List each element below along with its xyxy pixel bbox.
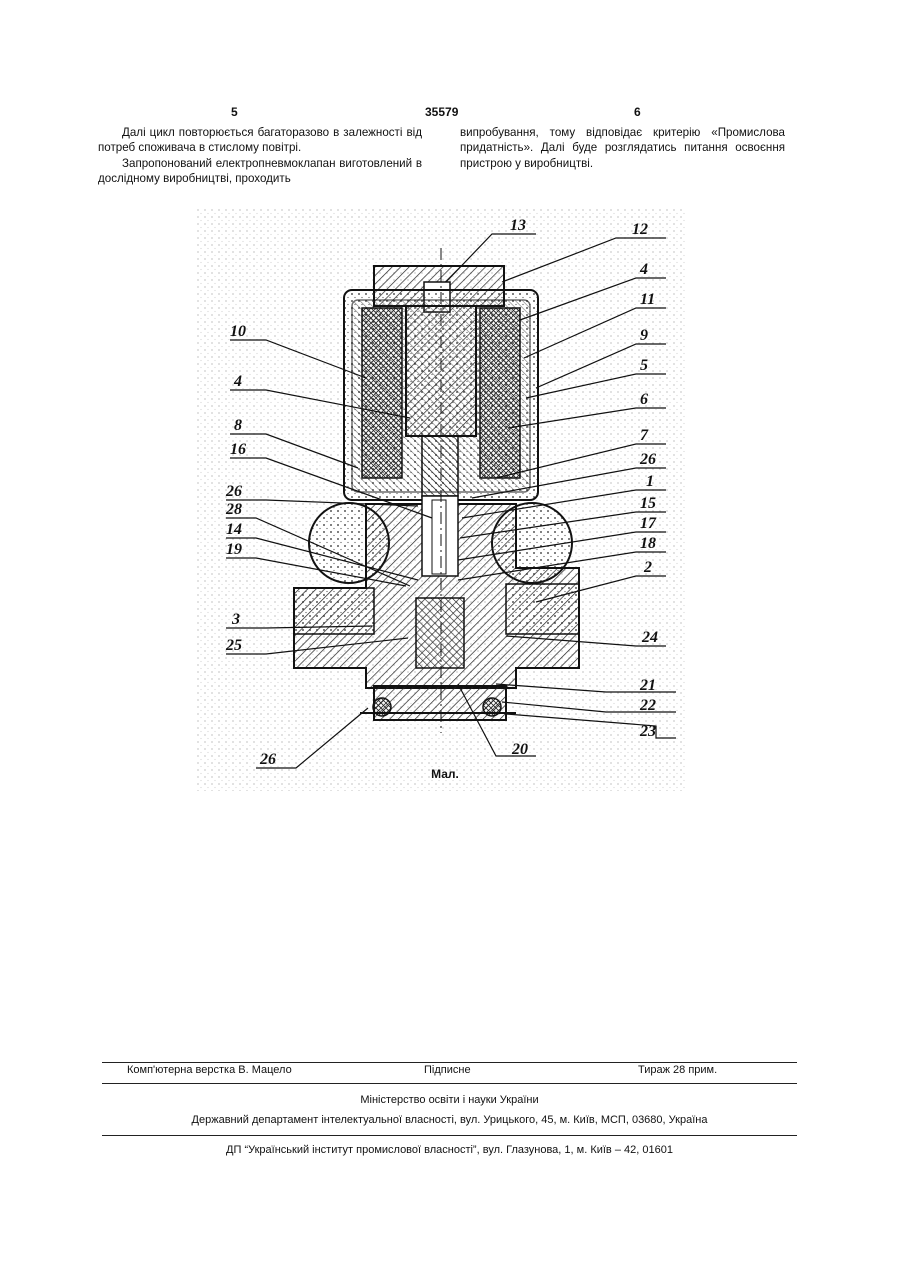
ref-label: 23 [639,723,656,740]
ref-label: 3 [231,611,240,628]
right-text-column: випробування, тому відповідає критерію «… [460,125,785,171]
ministry-line: Міністерство освіти і науки України [102,1094,797,1106]
ref-label: 26 [639,451,656,468]
page-number-left: 5 [231,105,238,119]
patent-number: 35579 [425,105,458,119]
ref-label: 13 [510,217,526,234]
ref-label: 26 [259,751,276,768]
signed-note: Підписне [424,1064,471,1076]
ref-label: 26 [225,483,242,500]
layout-credit: Комп'ютерна верстка В. Мацело [127,1064,292,1076]
ref-label: 28 [225,501,242,518]
ref-label: 1 [646,473,654,490]
ref-label: 22 [639,697,656,714]
ref-label: 9 [640,327,648,344]
ref-label: 7 [640,427,649,444]
department-line: Державний департамент інтелектуальної вл… [102,1114,797,1126]
ref-label: 25 [225,637,242,654]
paragraph: Запропонований електропневмоклапан вигот… [98,156,422,187]
paragraph: Далі цикл повторюється багаторазово в за… [98,125,422,156]
ref-label: 16 [230,441,246,458]
circulation: Тираж 28 прим. [638,1064,717,1076]
institute-line: ДП “Український інститут промислової вла… [102,1144,797,1156]
ref-label: 2 [643,559,652,576]
divider [102,1083,797,1084]
ref-label: 8 [234,417,242,434]
paragraph: випробування, тому відповідає критерію «… [460,125,785,171]
ref-label: 24 [641,629,658,646]
valve-cross-section-drawing: 10 4 8 16 26 28 14 19 3 25 26 13 12 4 11… [196,208,686,791]
ref-label: 20 [511,741,528,758]
ref-label: 11 [640,291,655,308]
divider [102,1062,797,1063]
ref-label: 12 [632,221,648,238]
ref-label: 6 [640,391,648,408]
ref-label: 4 [233,373,242,390]
ref-label: 5 [640,357,648,374]
ref-label: 15 [640,495,656,512]
page-number-right: 6 [634,105,641,119]
ref-label: 10 [230,323,246,340]
ref-label: 19 [226,541,242,558]
ref-label: 21 [639,677,656,694]
divider [102,1135,797,1136]
ref-label: 4 [639,261,648,278]
ref-label: 14 [226,521,242,538]
left-text-column: Далі цикл повторюється багаторазово в за… [98,125,422,187]
ref-label: 18 [640,535,656,552]
ref-label: 17 [640,515,657,532]
figure-caption: Мал. [400,767,490,781]
